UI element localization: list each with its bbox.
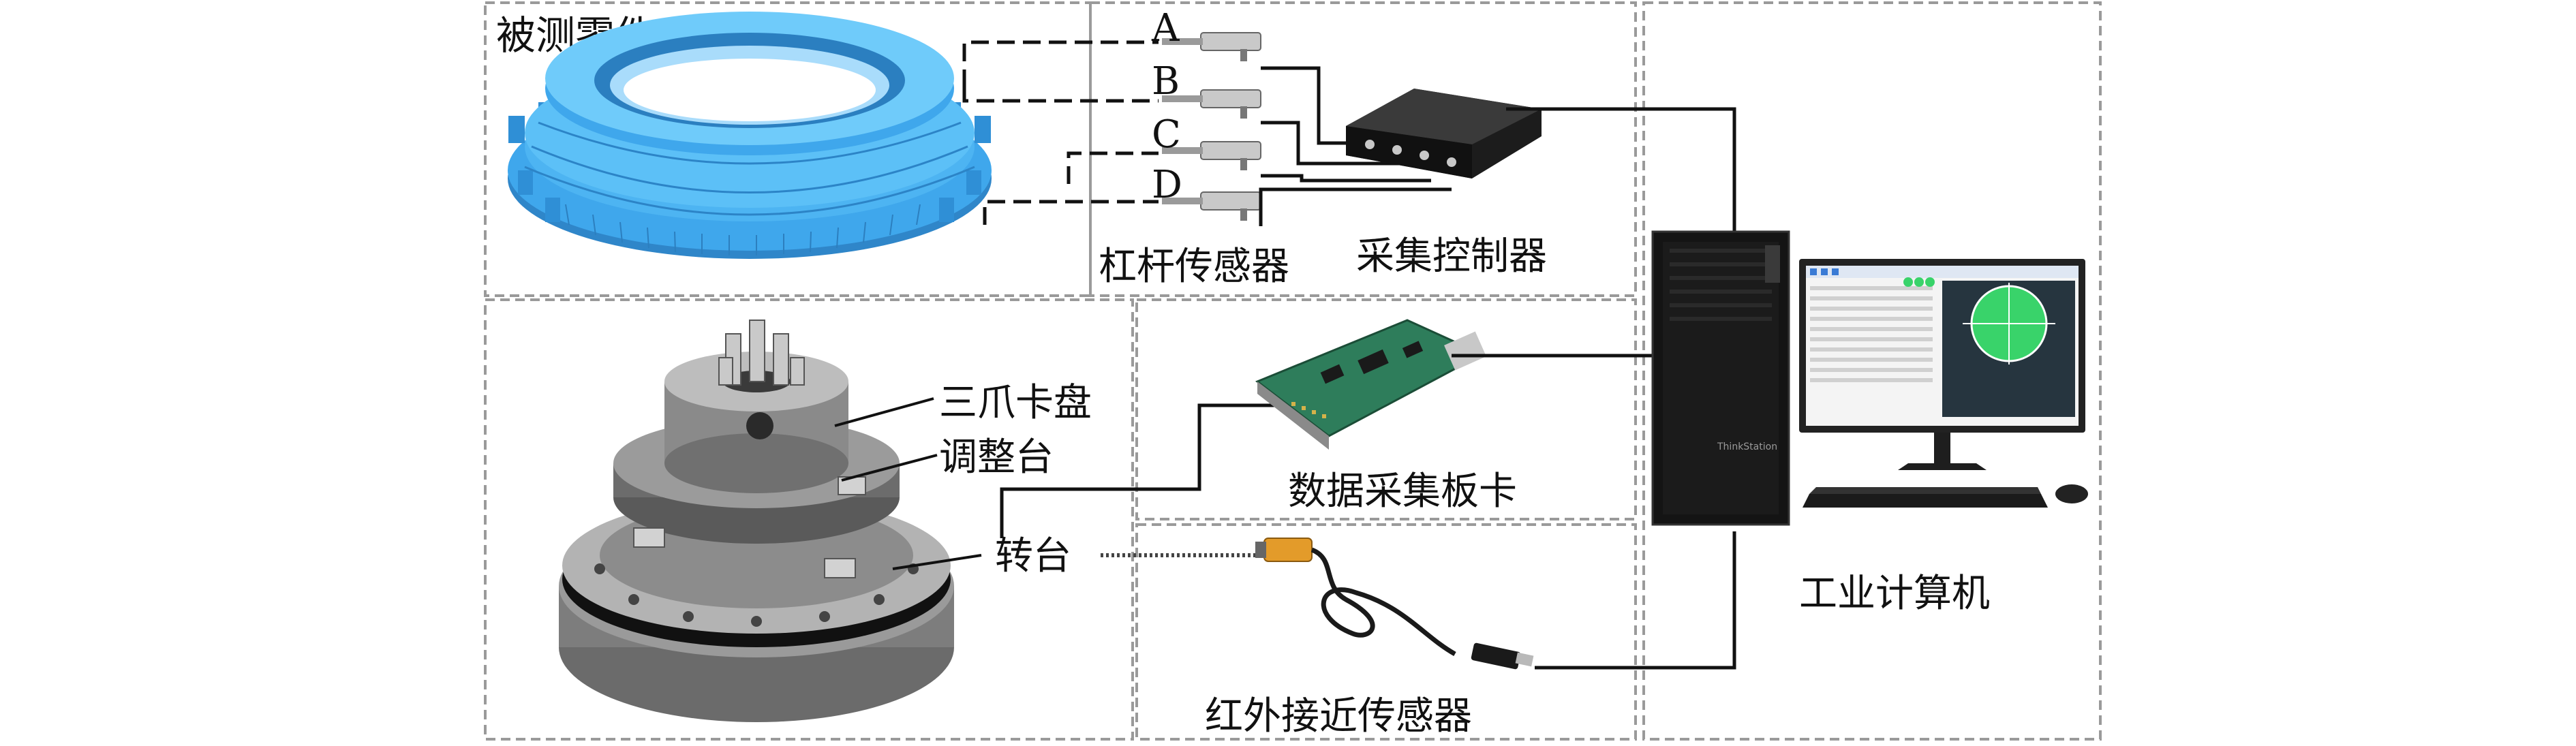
infrared-sensor [1255,538,1534,670]
workstation-tower: ThinkStation [1651,230,1790,526]
probe-contact-lines [962,40,1159,225]
workstation-brand: ThinkStation [1717,441,1777,452]
probe-line-b [962,87,1159,103]
lever-sensor-c [1162,141,1261,170]
monitor [1799,259,2085,470]
part-ring-illustration [508,12,992,259]
controller-to-pc-cable [1506,107,1736,235]
adjust-stage-label: 调整台 [939,435,1054,480]
fixture-leader-lines [834,397,982,570]
panel-daq-border [1135,298,1637,520]
lever-sensor-a [1162,32,1261,61]
panel-borders [484,1,2102,741]
turntable-fixture-photo [559,320,954,722]
mouse [2055,484,2088,503]
controller-label: 采集控制器 [1356,234,1547,279]
probe-line-a [962,40,1159,87]
panel-computer-border [1642,1,2102,741]
probe-line-c [1067,151,1159,184]
lever-sensor-label: 杠杆传感器 [1099,245,1289,289]
panel-infrared-border [1135,523,1637,741]
lever-sensor-d [1162,191,1261,221]
lever-sensor-b [1162,89,1261,119]
sensor-letter-a: A [1151,6,1180,50]
daq-card-label: 数据采集板卡 [1288,469,1517,514]
turntable-label: 转台 [995,534,1071,578]
chuck-label: 三爪卡盘 [939,381,1092,425]
probe-line-d [983,200,1159,225]
keyboard [1803,487,2048,508]
panel-fixture-border [484,298,1134,741]
acquisition-controller [1346,89,1542,178]
sensor-letter-d: D [1152,163,1182,207]
ir-to-pc-cable [1535,531,1736,670]
sensor-letter-c: C [1152,112,1181,157]
turntable-to-daq-cable [1000,403,1274,538]
infrared-sensor-label: 红外接近传感器 [1205,694,1472,739]
lever-sensors [1162,32,1261,221]
panel-sensors-border [1089,1,1637,297]
computer-label: 工业计算机 [1799,572,1990,616]
sensor-letter-b: B [1152,59,1180,104]
daq-card [1255,319,1486,450]
